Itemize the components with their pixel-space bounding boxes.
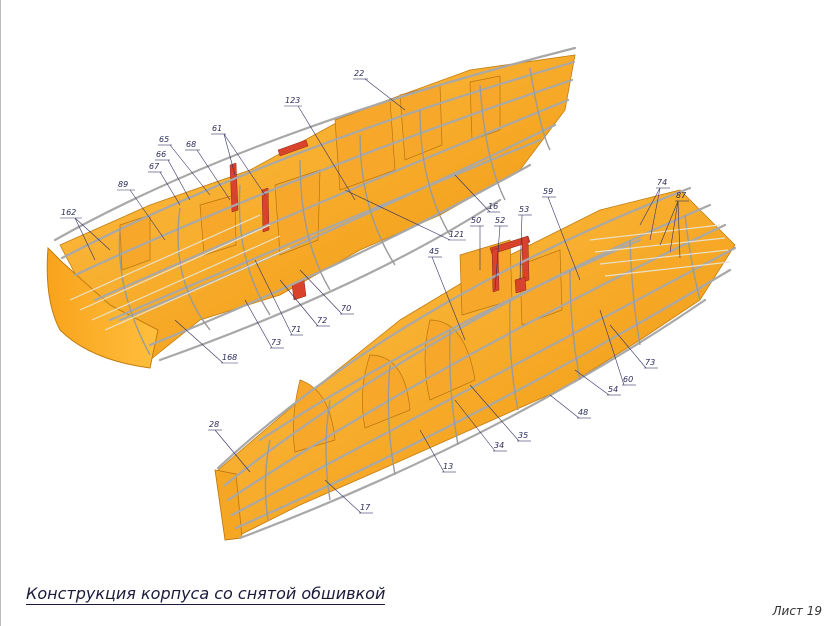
- callout-label-74: 74: [657, 178, 667, 187]
- callout-48: 48: [549, 394, 591, 419]
- callout-17: 17: [324, 479, 373, 514]
- callout-45: 45: [428, 247, 466, 341]
- callout-label-73-right: 73: [645, 358, 655, 367]
- callout-13: 13: [419, 429, 456, 473]
- callout-label-53: 53: [519, 205, 529, 214]
- callout-label-17: 17: [360, 503, 371, 512]
- callout-label-59: 59: [543, 187, 553, 196]
- callout-label-50: 50: [471, 216, 481, 225]
- hull-left: [46, 46, 577, 369]
- callout-label-61: 61: [212, 124, 222, 133]
- hull-left-frames: [118, 67, 551, 356]
- callout-162: 162: [60, 208, 111, 261]
- callout-label-123: 123: [285, 96, 300, 105]
- callout-label-28: 28: [209, 420, 219, 429]
- callout-label-168: 168: [222, 353, 237, 362]
- drawing-caption: Конструкция корпуса со снятой обшивкой: [26, 584, 386, 605]
- callout-168: 168: [174, 319, 238, 364]
- callout-label-52: 52: [495, 216, 505, 225]
- callout-label-35: 35: [518, 431, 528, 440]
- callout-label-67: 67: [149, 162, 160, 171]
- callout-123: 123: [284, 96, 356, 201]
- hull-right: [214, 186, 737, 541]
- callout-60: 60: [599, 309, 636, 386]
- callout-65: 65: [158, 135, 211, 196]
- callout-16: 16: [454, 174, 500, 213]
- callout-71: 71: [254, 259, 303, 336]
- callout-label-89: 89: [118, 180, 128, 189]
- callout-label-71: 71: [291, 325, 301, 334]
- hull-left-floor-slats: [69, 214, 291, 331]
- callout-53: 53: [518, 205, 532, 281]
- callout-label-45: 45: [429, 247, 439, 256]
- callout-89: 89: [117, 180, 166, 241]
- callout-50: 50: [470, 216, 484, 270]
- callout-34: 34: [454, 399, 507, 452]
- callout-68: 68: [185, 140, 231, 201]
- hull-left-transom: [46, 246, 159, 369]
- sheet-number: Лист 19: [772, 604, 823, 618]
- callout-52: 52: [494, 216, 508, 291]
- callout-label-68: 68: [186, 140, 196, 149]
- hull-right-frames: [264, 214, 701, 521]
- callout-label-48: 48: [578, 408, 588, 417]
- callout-label-72: 72: [317, 316, 327, 325]
- callout-59: 59: [542, 187, 581, 281]
- callout-label-70: 70: [341, 304, 351, 313]
- callout-72: 72: [279, 279, 330, 327]
- callout-label-121: 121: [449, 230, 464, 239]
- callout-73-right: 73: [609, 324, 658, 369]
- hull-left-stringers: [53, 46, 577, 362]
- callout-label-13: 13: [443, 462, 453, 471]
- callout-label-54: 54: [608, 385, 618, 394]
- callout-121: 121: [344, 189, 466, 241]
- callout-22: 22: [353, 69, 406, 111]
- callout-labels: 162 89 67 66 65 68: [60, 69, 689, 514]
- callout-label-22: 22: [354, 69, 364, 78]
- callout-label-16: 16: [488, 202, 498, 211]
- callout-label-73-left: 73: [271, 338, 281, 347]
- callout-61: 61: [211, 124, 266, 196]
- callout-67: 67: [148, 162, 181, 206]
- callout-label-66: 66: [156, 150, 166, 159]
- callout-73-left: 73: [244, 299, 284, 349]
- callout-35: 35: [469, 384, 531, 442]
- callout-label-65: 65: [159, 135, 169, 144]
- callout-label-162: 162: [61, 208, 76, 217]
- callout-label-34: 34: [494, 441, 504, 450]
- callout-66: 66: [155, 150, 191, 201]
- hull-right-floor-slats: [589, 224, 731, 277]
- callout-label-87: 87: [676, 191, 687, 200]
- hull-left-red-parts: [229, 139, 309, 301]
- callout-70: 70: [299, 269, 354, 315]
- callout-28: 28: [208, 420, 251, 473]
- hull-right-stringers: [216, 186, 737, 540]
- hull-right-red-parts: [489, 235, 531, 294]
- callout-label-60: 60: [623, 375, 633, 384]
- callout-74: 74: [639, 178, 670, 241]
- callout-54: 54: [574, 369, 621, 396]
- callout-87: 87: [659, 191, 689, 259]
- sheet-left-border: [0, 0, 1, 626]
